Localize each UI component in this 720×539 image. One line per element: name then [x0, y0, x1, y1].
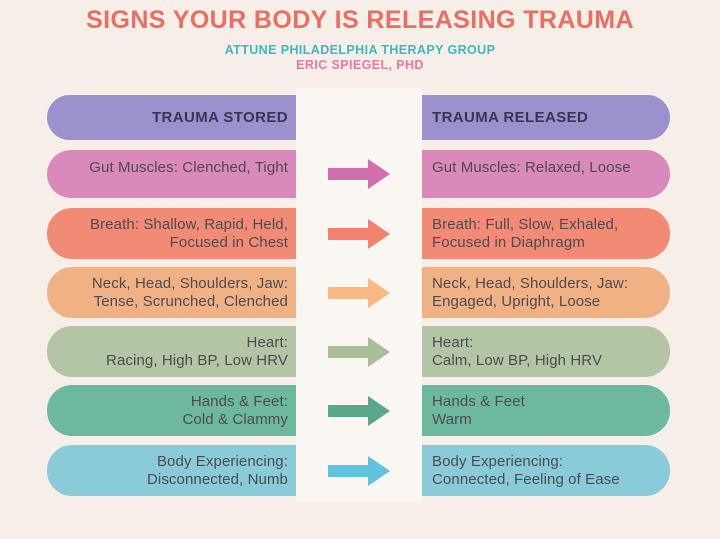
row-heart: Heart: Racing, High BP, Low HRV Heart: C…: [47, 326, 670, 377]
row-breath: Breath: Shallow, Rapid, Held, Focused in…: [47, 208, 670, 259]
stored-pill: Heart: Racing, High BP, Low HRV: [47, 326, 296, 377]
row-gut-muscles: Gut Muscles: Clenched, Tight Gut Muscles…: [47, 150, 670, 198]
released-text-line2: Focused in Diaphragm: [432, 233, 585, 251]
stored-text-line2: Focused in Chest: [169, 233, 288, 251]
stored-text-line1: Body Experiencing:: [156, 452, 288, 470]
stored-pill: Gut Muscles: Clenched, Tight: [47, 150, 296, 198]
trauma-released-label: TRAUMA RELEASED: [432, 108, 589, 126]
stored-text-line1: Heart:: [246, 333, 288, 351]
trauma-stored-label: TRAUMA STORED: [151, 108, 288, 126]
stored-text: Gut Muscles: Clenched, Tight: [89, 159, 288, 176]
released-text-line1: Heart:: [432, 333, 474, 351]
stored-text-line2: Cold & Clammy: [182, 410, 288, 428]
released-pill: Body Experiencing: Connected, Feeling of…: [422, 445, 670, 496]
right-arrow-icon: [328, 277, 390, 308]
page-title: SIGNS YOUR BODY IS RELEASING TRAUMA: [86, 6, 634, 34]
row-body-experiencing: Body Experiencing: Disconnected, Numb Bo…: [47, 445, 670, 496]
right-arrow-icon: [328, 395, 390, 426]
released-text-line2: Calm, Low BP, High HRV: [432, 351, 603, 369]
released-text-line1: Hands & Feet: [432, 392, 525, 410]
released-text-line2: Warm: [432, 410, 472, 428]
arrow-cell: [296, 445, 422, 496]
released-pill: Heart: Calm, Low BP, High HRV: [422, 326, 670, 377]
column-headers-row: TRAUMA STORED TRAUMA RELEASED: [47, 95, 670, 140]
stored-text-line1: Breath: Shallow, Rapid, Held,: [89, 215, 288, 233]
released-text-line1: Body Experiencing:: [432, 452, 564, 470]
author-name: ERIC SPIEGEL, PHD: [296, 58, 424, 72]
stored-pill: Neck, Head, Shoulders, Jaw: Tense, Scrun…: [47, 267, 296, 318]
stored-text-line1: Hands & Feet:: [190, 392, 288, 410]
stored-pill: Body Experiencing: Disconnected, Numb: [47, 445, 296, 496]
stored-pill: Hands & Feet: Cold & Clammy: [47, 385, 296, 436]
stored-text-line2: Racing, High BP, Low HRV: [106, 351, 288, 369]
stored-pill: Breath: Shallow, Rapid, Held, Focused in…: [47, 208, 296, 259]
released-pill: Hands & Feet Warm: [422, 385, 670, 436]
released-text-line1: Breath: Full, Slow, Exhaled,: [432, 215, 619, 233]
released-text-line1: Neck, Head, Shoulders, Jaw:: [432, 274, 629, 292]
right-arrow-icon: [328, 336, 390, 367]
header-gap: [296, 95, 422, 140]
row-neck-head-shoulders-jaw: Neck, Head, Shoulders, Jaw: Tense, Scrun…: [47, 267, 670, 318]
arrow-cell: [296, 326, 422, 377]
right-arrow-icon: [328, 218, 390, 249]
released-text-line2: Engaged, Upright, Loose: [432, 292, 601, 310]
row-hands-feet: Hands & Feet: Cold & Clammy Hands & Feet…: [47, 385, 670, 436]
comparison-table: TRAUMA STORED TRAUMA RELEASED Gut Muscle…: [47, 95, 670, 496]
trauma-released-header: TRAUMA RELEASED: [422, 95, 670, 140]
trauma-stored-header: TRAUMA STORED: [47, 95, 296, 140]
released-text-line2: Connected, Feeling of Ease: [432, 470, 620, 488]
right-arrow-icon: [328, 455, 390, 486]
organization-name: ATTUNE PHILADELPHIA THERAPY GROUP: [224, 43, 496, 57]
released-pill: Neck, Head, Shoulders, Jaw: Engaged, Upr…: [422, 267, 670, 318]
right-arrow-icon: [328, 159, 390, 189]
arrow-cell: [296, 385, 422, 436]
stored-text-line2: Tense, Scrunched, Clenched: [93, 292, 288, 310]
released-pill: Breath: Full, Slow, Exhaled, Focused in …: [422, 208, 670, 259]
arrow-cell: [296, 150, 422, 198]
stored-text-line2: Disconnected, Numb: [146, 470, 288, 488]
arrow-cell: [296, 208, 422, 259]
released-text: Gut Muscles: Relaxed, Loose: [432, 159, 631, 176]
stored-text-line1: Neck, Head, Shoulders, Jaw:: [91, 274, 288, 292]
released-pill: Gut Muscles: Relaxed, Loose: [422, 150, 670, 198]
arrow-cell: [296, 267, 422, 318]
